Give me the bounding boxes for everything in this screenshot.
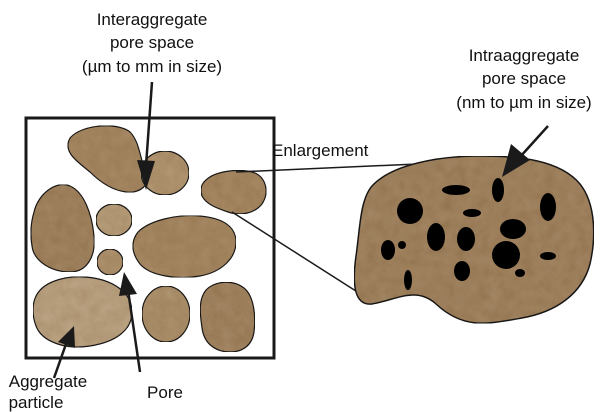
pore-dot <box>381 240 395 260</box>
aggregate-particle-label-line1: Aggregate <box>9 372 87 391</box>
pore-dot <box>457 227 475 251</box>
pore-dot <box>398 241 406 249</box>
interaggregate-pointer-line <box>146 82 152 166</box>
pore-dot <box>404 270 412 290</box>
pore-dot <box>427 223 445 251</box>
pore-pointer-line <box>128 290 140 372</box>
aggregate-particle <box>96 204 132 236</box>
pore-dot <box>454 261 470 281</box>
interaggregate-label-line3: (µm to mm in size) <box>82 57 222 76</box>
enlargement-line-bottom <box>232 212 370 300</box>
pore-label: Pore <box>147 383 183 402</box>
interaggregate-label-line2: pore space <box>110 33 194 52</box>
aggregate-particle-label-line2: particle <box>9 393 64 412</box>
pore-dot <box>397 198 423 224</box>
aggregate-particle <box>33 277 132 347</box>
pore-dot <box>540 252 556 260</box>
pore-dot <box>492 178 504 202</box>
intraaggregate-pointer-line <box>520 126 548 157</box>
aggregate-particle <box>31 185 94 272</box>
aggregate-particle <box>97 249 123 275</box>
pore-dot <box>500 219 526 239</box>
pore-dot <box>442 185 470 195</box>
intraaggregate-label-line3: (nm to µm in size) <box>456 93 591 112</box>
pore-dot <box>515 269 525 277</box>
pore-dot <box>463 209 481 217</box>
intraaggregate-label-line2: pore space <box>482 69 566 88</box>
aggregate-particle <box>200 282 254 352</box>
pore-arrow-head <box>119 272 137 296</box>
interaggregate-label-line1: Interaggregate <box>97 10 208 29</box>
selected-aggregate <box>201 170 266 214</box>
aggregate-particle <box>142 286 190 342</box>
aggregate-particles <box>31 126 255 352</box>
pore-dot <box>540 193 556 221</box>
intraaggregate-label-line1: Intraaggregate <box>469 46 580 65</box>
enlargement-label: Enlargement <box>272 141 369 160</box>
aggregate-particle <box>68 126 148 193</box>
aggregate-particle <box>133 216 236 278</box>
pore-dot <box>492 241 520 269</box>
